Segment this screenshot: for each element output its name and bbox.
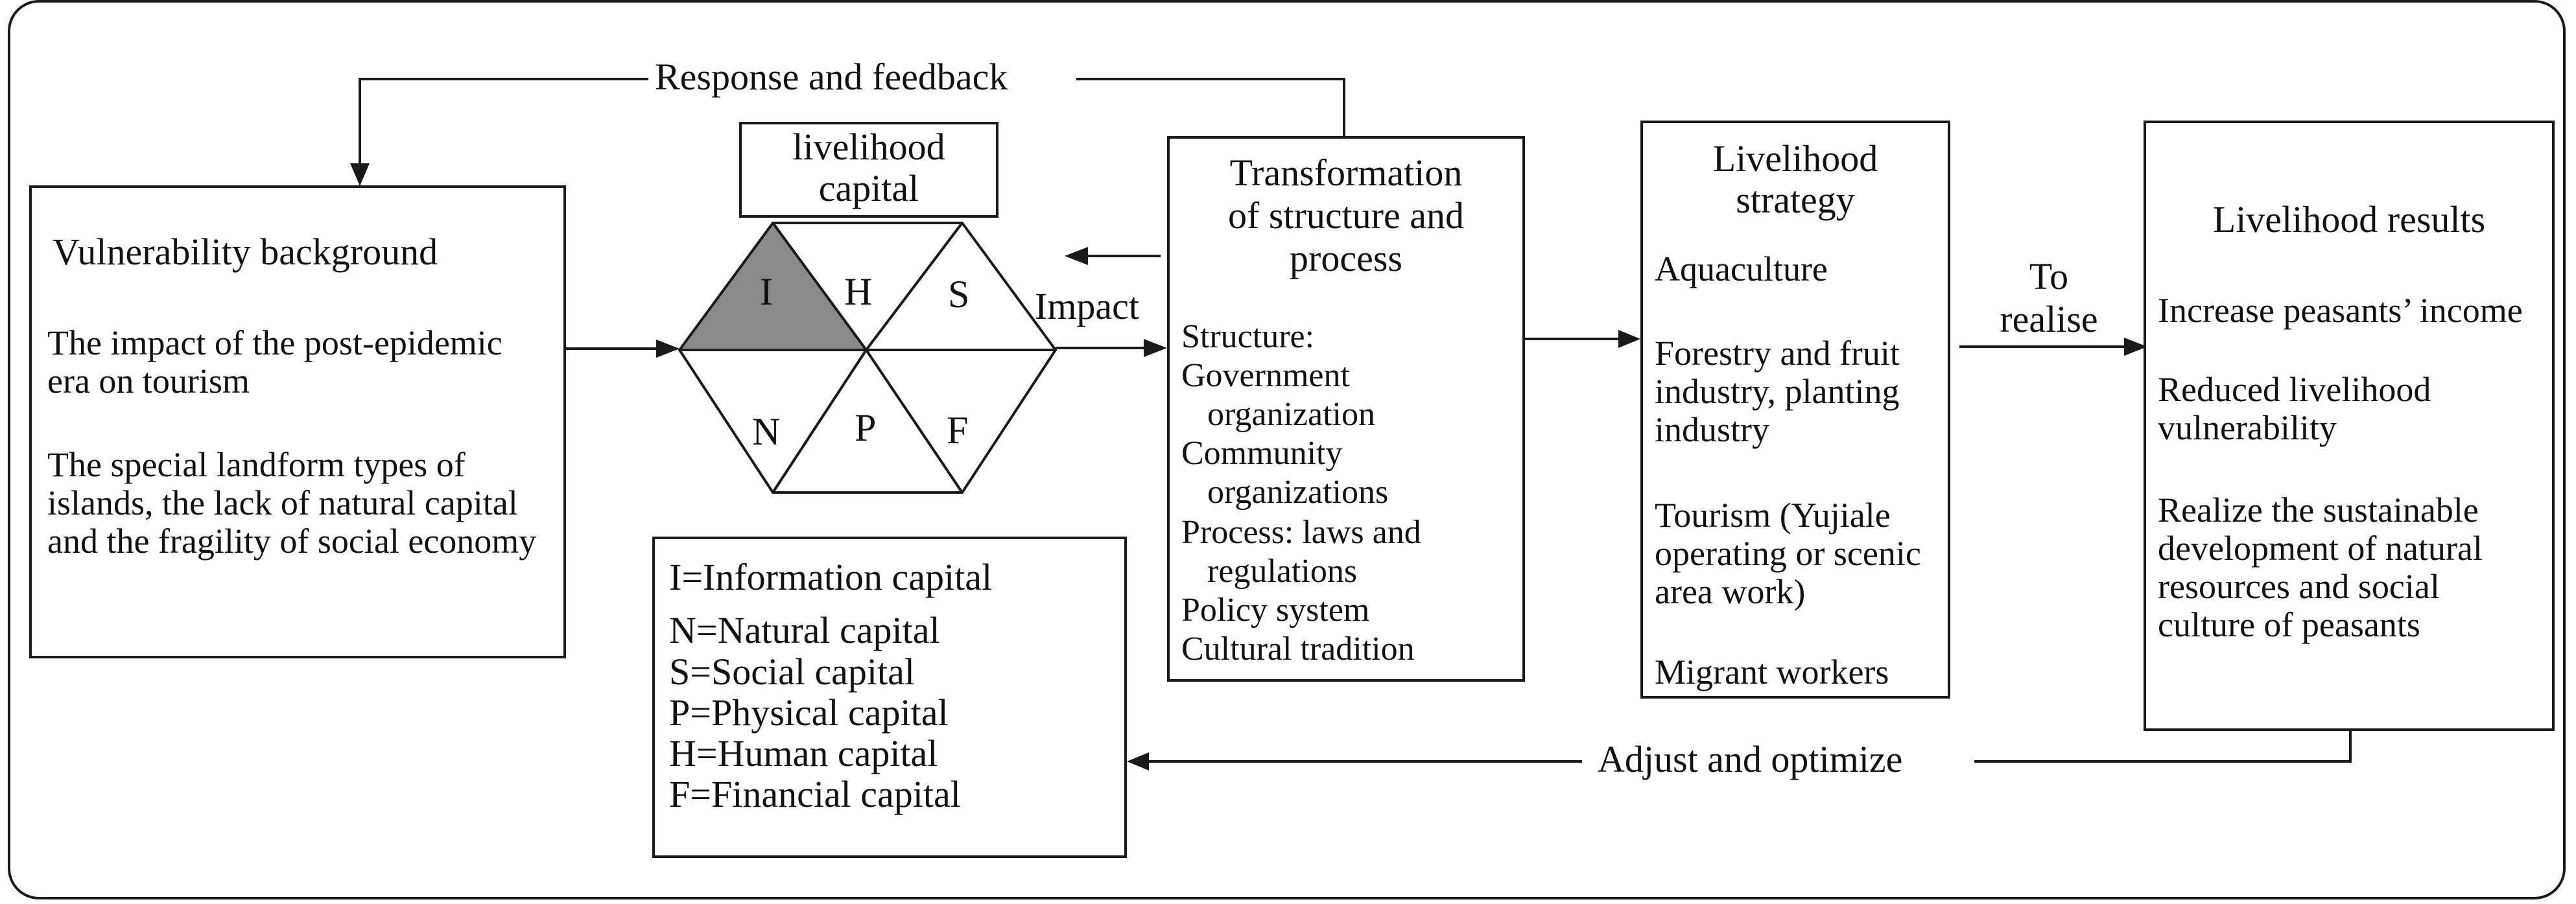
legend-item: F=Financial capital bbox=[669, 773, 961, 815]
hex-triangle-financial bbox=[865, 349, 1057, 494]
arrowhead-adjust bbox=[1127, 752, 1149, 771]
strategy-box: Livelihood strategy Aquaculture Forestry… bbox=[1640, 121, 1950, 699]
transformation-line: Policy system bbox=[1181, 592, 1370, 629]
hex-label-n: N bbox=[752, 410, 781, 453]
transformation-title-line: Transformation bbox=[1229, 152, 1463, 194]
response-feedback-label: Response and feedback bbox=[655, 56, 1008, 98]
transformation-line: Government bbox=[1181, 357, 1350, 394]
results-title: Livelihood results bbox=[2212, 198, 2486, 240]
arrowhead-realise bbox=[2124, 338, 2147, 356]
realise-label-line1: To bbox=[2029, 255, 2069, 297]
strategy-item: Aquaculture bbox=[1655, 249, 1828, 288]
adjust-line bbox=[1974, 731, 2352, 763]
capital-title-line2: capital bbox=[818, 167, 919, 209]
results-item: Increase peasants’ income bbox=[2158, 291, 2523, 330]
legend-item: N=Natural capital bbox=[669, 609, 940, 651]
arrowhead-strategy bbox=[1618, 330, 1640, 348]
transformation-box: Transformation of structure and process … bbox=[1167, 136, 1525, 682]
arrowhead-vuln bbox=[656, 340, 679, 358]
strategy-title-line: strategy bbox=[1736, 179, 1855, 221]
legend-item: I=Information capital bbox=[669, 556, 993, 598]
arrowhead-response bbox=[350, 163, 370, 186]
strategy-item: Migrant workers bbox=[1655, 653, 1889, 691]
transformation-line: organization bbox=[1207, 396, 1375, 433]
legend-item: S=Social capital bbox=[669, 651, 916, 693]
vulnerability-title: Vulnerability background bbox=[53, 231, 438, 273]
transformation-line: regulations bbox=[1207, 553, 1358, 590]
arrowhead-impact bbox=[1144, 339, 1167, 357]
vulnerability-box: Vulnerability background The impact of t… bbox=[29, 185, 566, 658]
legend-item: P=Physical capital bbox=[669, 691, 949, 734]
strategy-item: Tourism (Yujiale operating or scenic are… bbox=[1655, 496, 1921, 611]
transformation-title-line: of structure and bbox=[1228, 194, 1464, 237]
transformation-line: Community bbox=[1181, 435, 1343, 472]
hex-label-f: F bbox=[947, 409, 969, 452]
hex-label-s: S bbox=[948, 273, 970, 316]
legend-box: I=Information capital N=Natural capital … bbox=[652, 537, 1127, 858]
adjust-optimize-label: Adjust and optimize bbox=[1598, 738, 1903, 780]
results-box: Livelihood results Increase peasants’ in… bbox=[2144, 121, 2555, 731]
diagram-frame bbox=[8, 0, 2566, 899]
hex-label-p: P bbox=[855, 406, 877, 449]
transformation-line: Process: laws and bbox=[1181, 514, 1421, 551]
legend-item: H=Human capital bbox=[669, 732, 938, 774]
livelihood-capital-box: livelihood capital bbox=[739, 122, 998, 218]
results-item: Reduced livelihood vulnerability bbox=[2158, 370, 2431, 447]
strategy-item: Forestry and fruit industry, planting in… bbox=[1655, 334, 1900, 449]
transformation-title-line: process bbox=[1290, 237, 1402, 279]
arrowhead-back bbox=[1065, 247, 1088, 265]
vulnerability-text-2: The special landform types of islands, t… bbox=[47, 445, 537, 561]
vulnerability-text-1: The impact of the post-epidemic era on t… bbox=[47, 323, 502, 400]
impact-label: Impact bbox=[1035, 285, 1140, 327]
response-feedback-arrow bbox=[357, 78, 648, 183]
response-feedback-line bbox=[1076, 78, 1345, 136]
transformation-line: Cultural tradition bbox=[1181, 631, 1415, 667]
capital-title-line1: livelihood bbox=[792, 126, 945, 168]
hex-label-i: I bbox=[760, 270, 773, 313]
hex-label-h: H bbox=[844, 270, 873, 313]
results-item: Realize the sustainable development of n… bbox=[2158, 491, 2483, 644]
transformation-line: organizations bbox=[1207, 474, 1389, 511]
transformation-line: Structure: bbox=[1181, 318, 1315, 355]
realise-label-line2: realise bbox=[2000, 298, 2098, 340]
strategy-title-line: Livelihood bbox=[1712, 137, 1878, 180]
